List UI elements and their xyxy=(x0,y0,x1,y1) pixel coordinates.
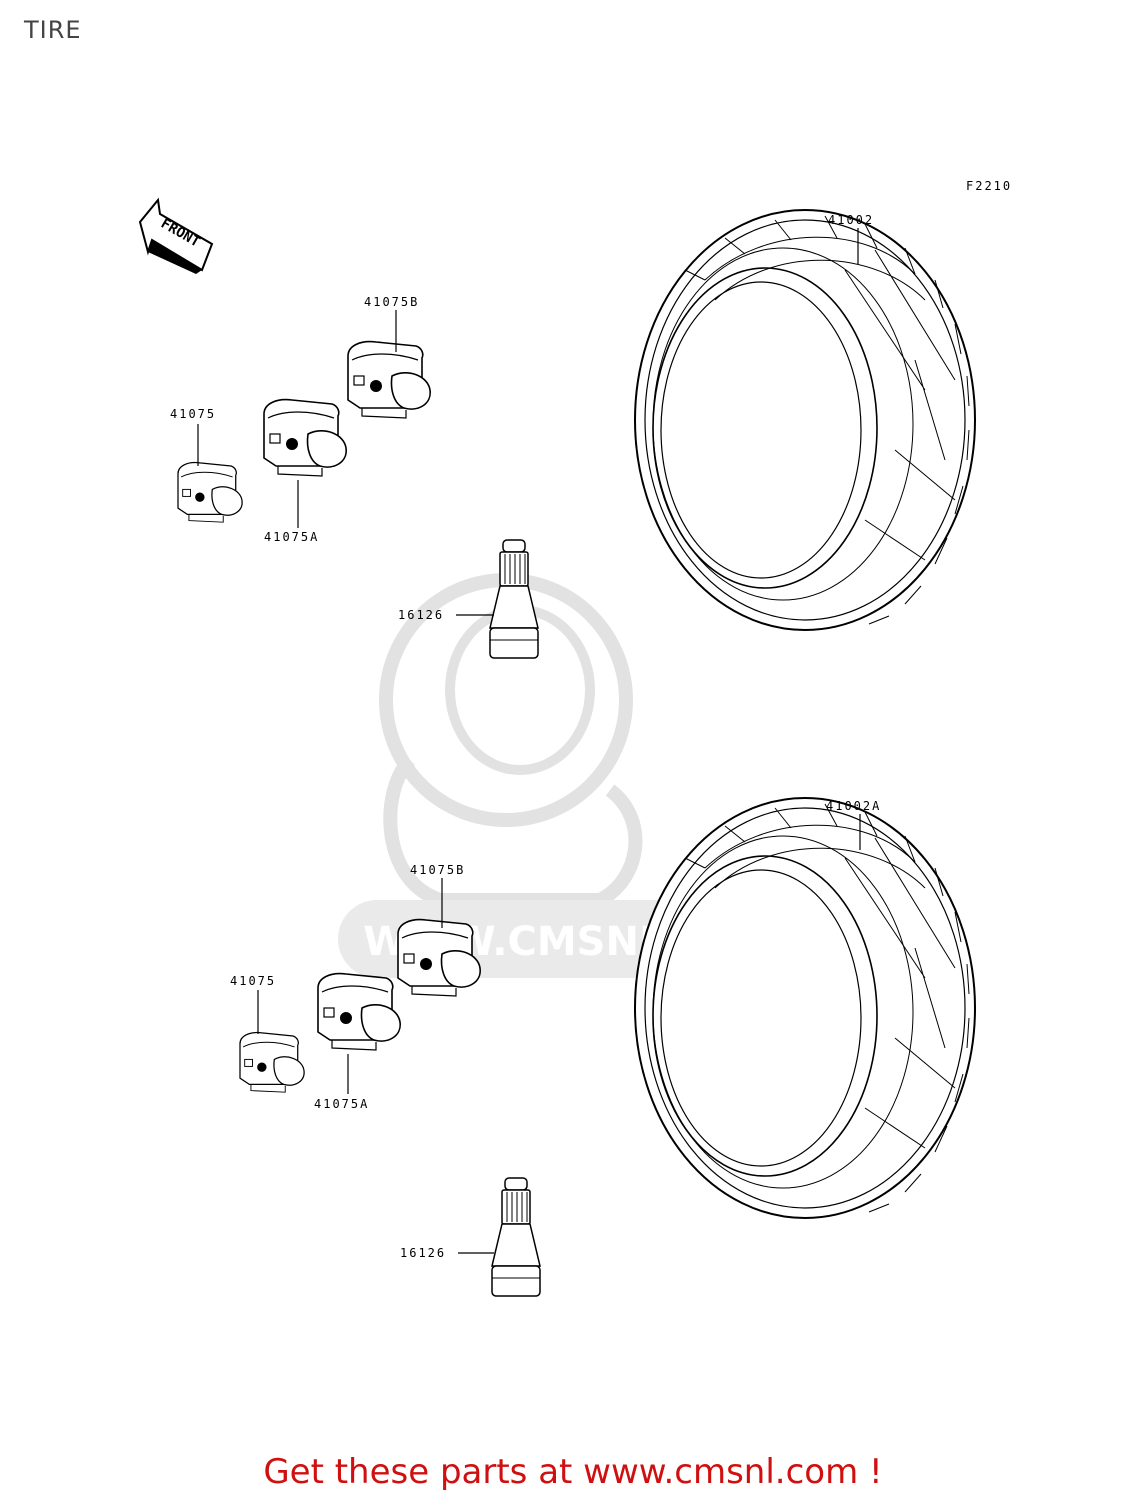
label-upper-16126: 16126 xyxy=(398,608,444,622)
page-title: TIRE xyxy=(24,16,82,44)
upper-tire xyxy=(634,209,976,631)
upper-weight-a xyxy=(263,398,347,477)
front-arrow: FRONT xyxy=(138,197,214,274)
lower-weight-b xyxy=(397,918,481,997)
label-upper-41075a: 41075A xyxy=(264,530,319,544)
figure-code: F2210 xyxy=(966,179,1012,193)
upper-weight-b xyxy=(347,340,431,419)
upper-valve xyxy=(489,539,539,659)
label-41002a: 41002A xyxy=(826,799,881,813)
lower-weight xyxy=(239,1031,305,1093)
upper-weight xyxy=(177,461,243,523)
label-upper-41075: 41075 xyxy=(170,407,216,421)
lower-valve xyxy=(491,1177,541,1297)
lower-weight-a xyxy=(317,972,401,1051)
lower-tire xyxy=(634,797,976,1219)
label-lower-41075b: 41075B xyxy=(410,863,465,877)
label-lower-16126: 16126 xyxy=(400,1246,446,1260)
footer-link-text[interactable]: Get these parts at www.cmsnl.com ! xyxy=(263,1452,883,1492)
label-lower-41075: 41075 xyxy=(230,974,276,988)
label-41002: 41002 xyxy=(828,213,874,227)
label-lower-41075a: 41075A xyxy=(314,1097,369,1111)
label-upper-41075b: 41075B xyxy=(364,295,419,309)
